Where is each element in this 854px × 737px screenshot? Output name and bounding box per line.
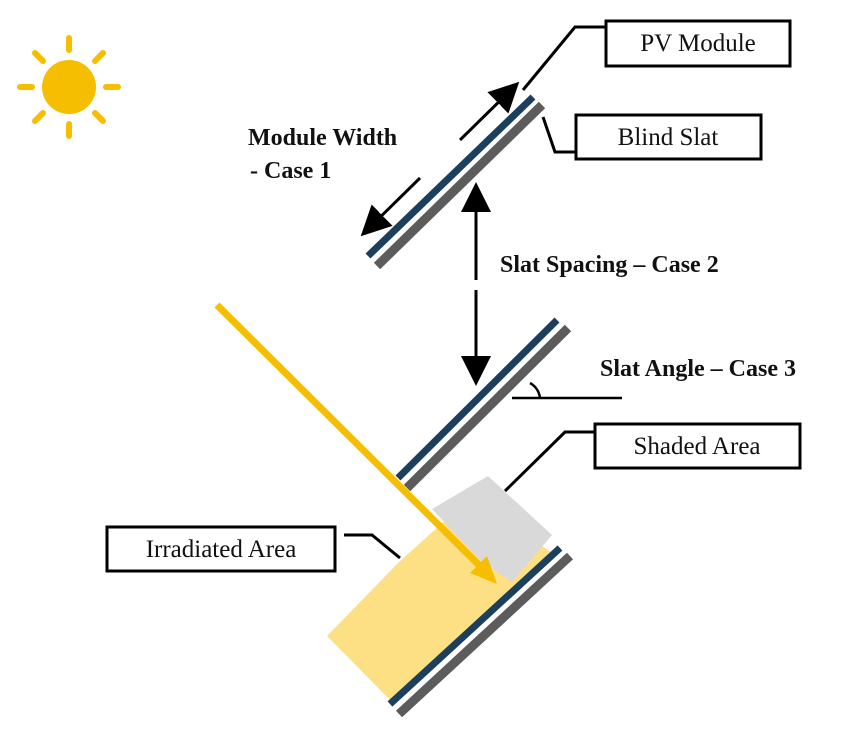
module-width-label: Module Width <box>248 125 397 151</box>
sun-icon <box>17 35 121 139</box>
pv-module-box <box>604 19 792 68</box>
slat-angle-label: Slat Angle – Case 3 <box>600 356 796 382</box>
slat-angle-indicator <box>512 381 622 400</box>
leader-lines <box>344 25 605 560</box>
shaded-area-box <box>593 422 802 470</box>
middle-slat <box>395 317 572 492</box>
blind-slat-box <box>574 113 763 161</box>
pv-module-label: PV Module <box>640 30 756 57</box>
case1-label: - Case 1 <box>250 158 331 184</box>
slat-spacing-label: Slat Spacing – Case 2 <box>500 252 719 278</box>
irradiated-area-box <box>105 525 337 573</box>
module-width-arrow <box>360 81 520 237</box>
irradiated-area-label: Irradiated Area <box>146 536 297 563</box>
sunlight-ray-arrow <box>214 302 497 584</box>
shaded-area <box>432 476 552 582</box>
shaded-area-label: Shaded Area <box>633 433 760 460</box>
bottom-slat <box>387 545 574 718</box>
top-slat <box>365 94 546 270</box>
blind-slat-label: Blind Slat <box>618 124 719 151</box>
